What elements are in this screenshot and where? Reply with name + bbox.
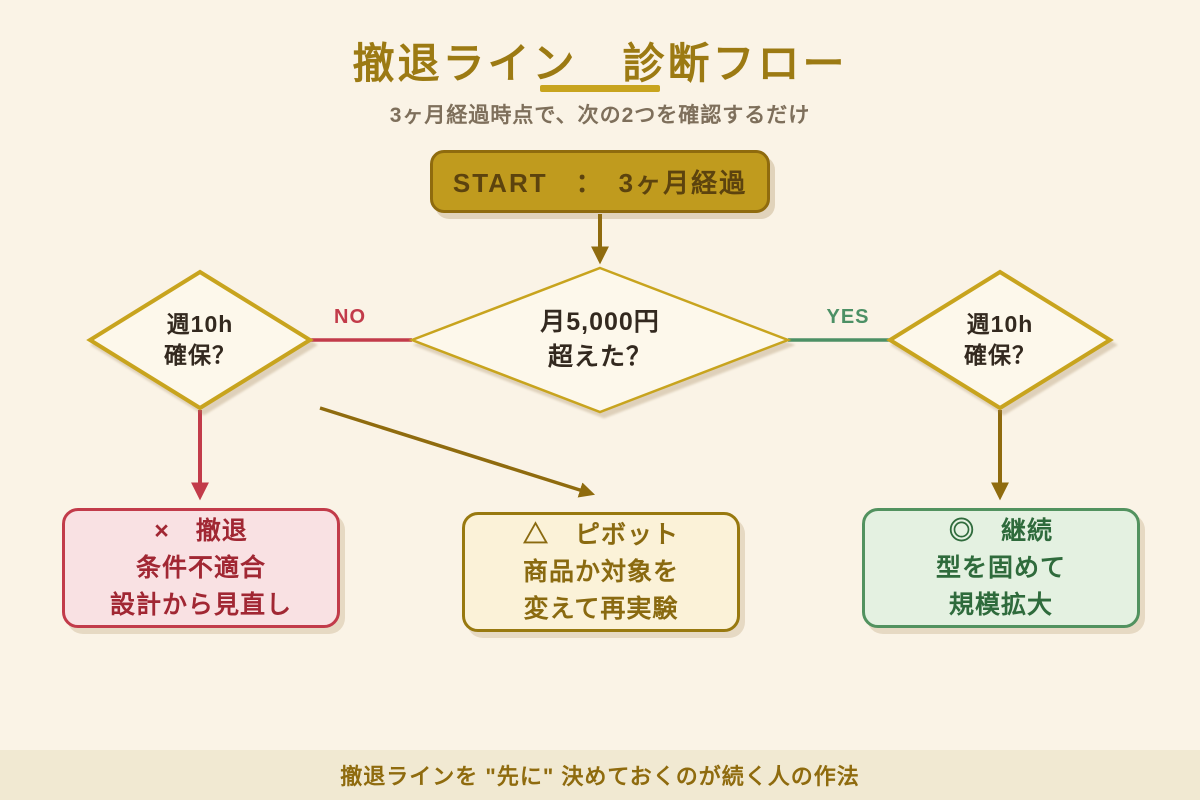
outcome-pivot-box: △ ピボット 商品か対象を 変えて再実験 — [462, 512, 740, 632]
outcome-continue-line2: 型を固めて — [935, 553, 1066, 582]
main-decision-line1: 月5,000円 — [540, 308, 660, 336]
right-decision-label: 週10h 確保？ — [910, 308, 1090, 372]
page-title: 撤退ライン 診断フロー — [352, 40, 848, 87]
start-node: START ： 3ヶ月経過 — [430, 150, 770, 213]
outcome-continue-line3: 規模拡大 — [948, 590, 1053, 619]
right-decision-diamond — [886, 269, 1114, 411]
left-decision-line2: 確保？ — [164, 342, 236, 368]
footer-note-text: 撤退ラインを "先に" 決めておくのが続く人の作法 — [340, 764, 860, 789]
start-node-label: START ： 3ヶ月経過 — [452, 168, 748, 198]
branch-label-no: NO — [334, 306, 366, 328]
outcome-pivot-line2: 商品か対象を — [522, 557, 679, 586]
left-decision-label: 週10h 確保？ — [110, 308, 290, 372]
main-decision-line2: 超えた？ — [547, 343, 652, 371]
outcome-continue-box: ◎ 継続 型を固めて 規模拡大 — [862, 508, 1140, 628]
outcome-pivot-line1: △ ピボット — [522, 520, 679, 549]
outcome-withdraw-line2: 条件不適合 — [135, 553, 266, 582]
page-subtitle: 3ヶ月経過時点で、次の2つを確認するだけ — [389, 104, 811, 127]
arrow-left-decision-to-pivot — [319, 406, 596, 498]
footer-note-bar: 撤退ラインを "先に" 決めておくのが続く人の作法 — [0, 750, 1200, 800]
right-decision-line2: 確保？ — [964, 342, 1036, 368]
outcome-pivot-line3: 変えて再実験 — [523, 594, 679, 623]
title-underline — [540, 85, 660, 92]
left-decision-diamond — [86, 269, 314, 411]
main-decision-label: 月5,000円 超えた？ — [480, 304, 720, 376]
outcome-withdraw-box: × 撤退 条件不適合 設計から見直し — [62, 508, 340, 628]
right-decision-line1: 週10h — [966, 311, 1034, 337]
branch-label-yes: YES — [826, 306, 870, 328]
outcome-withdraw-line1: × 撤退 — [154, 516, 248, 545]
left-decision-line1: 週10h — [166, 311, 234, 337]
main-decision-diamond — [408, 266, 792, 414]
outcome-withdraw-line3: 設計から見直し — [109, 590, 292, 619]
outcome-continue-line1: ◎ 継続 — [948, 516, 1053, 545]
